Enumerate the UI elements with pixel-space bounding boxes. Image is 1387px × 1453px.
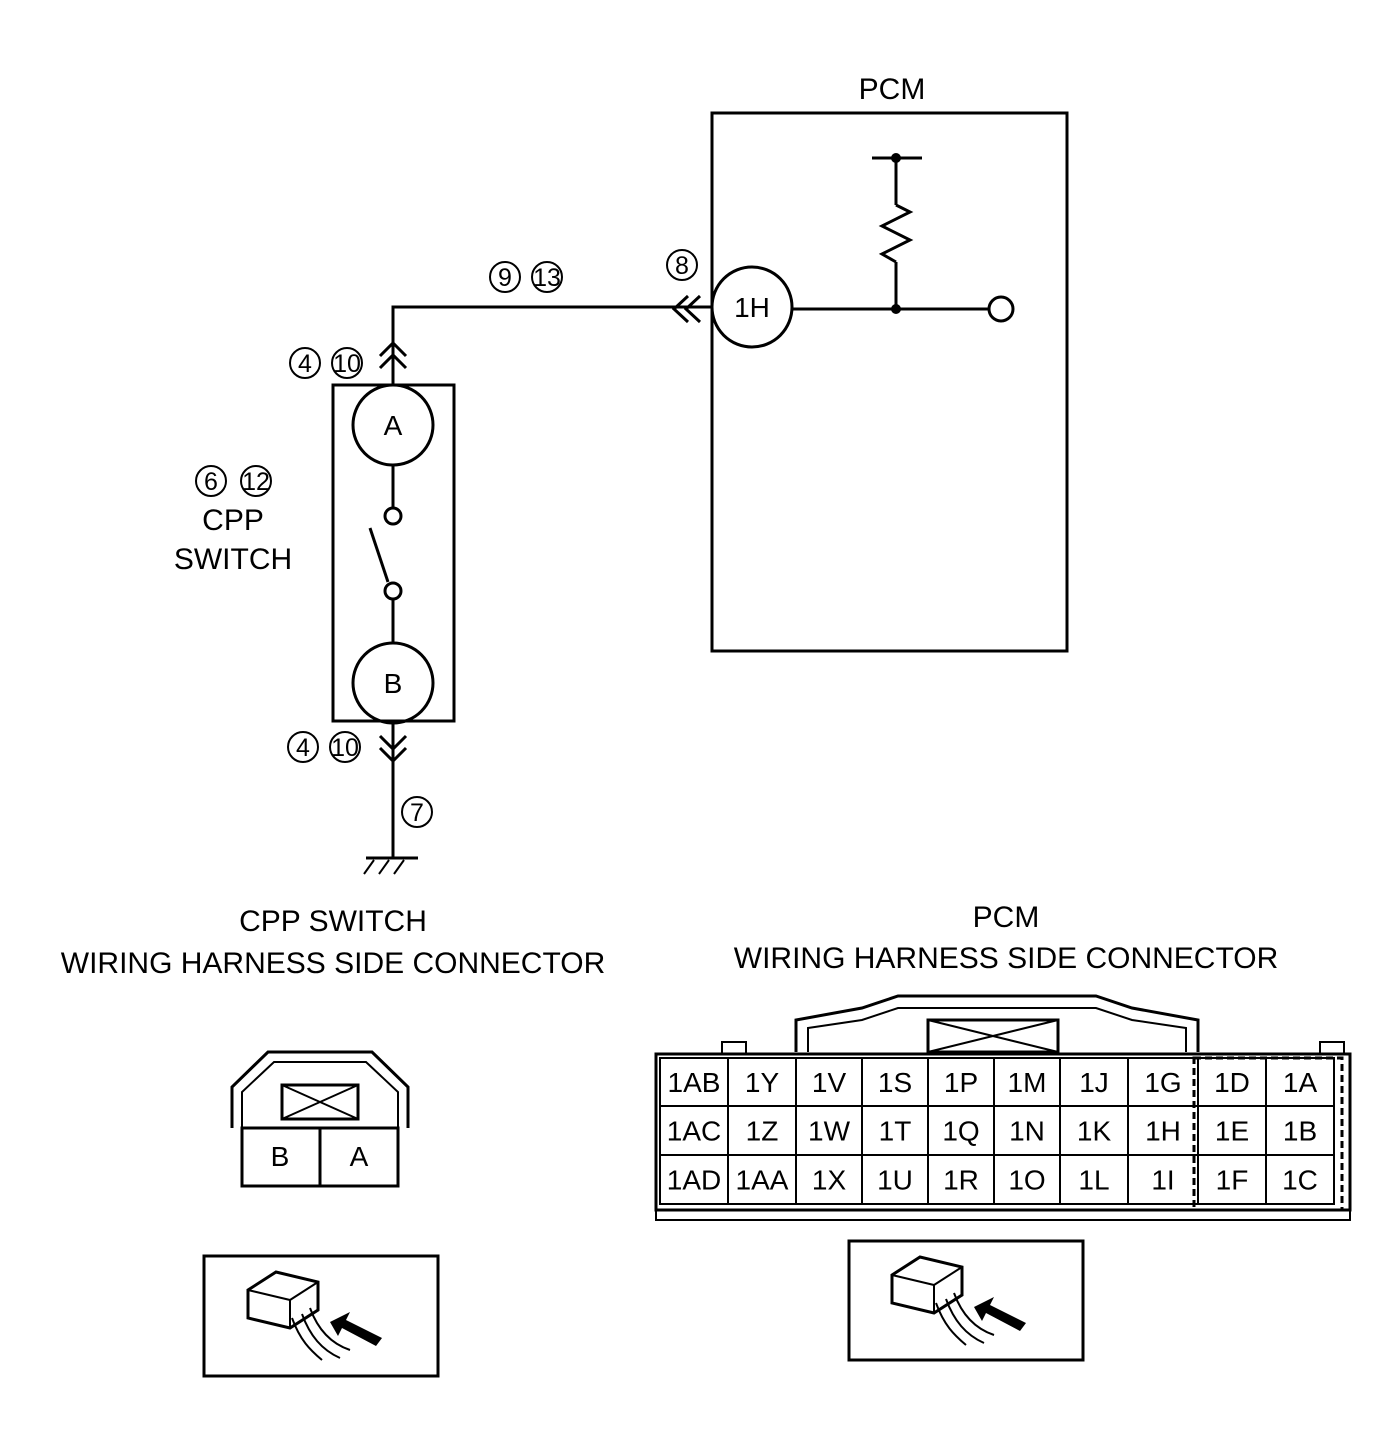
ground-callout: 7: [401, 796, 433, 828]
pcm-pin-1l: 1L: [1078, 1165, 1109, 1196]
pcm-pin-1s: 1S: [878, 1067, 912, 1098]
pcm-pin-1u: 1U: [877, 1165, 913, 1196]
svg-text:WIRING HARNESS SIDE CONNECTOR: WIRING HARNESS SIDE CONNECTOR: [61, 947, 606, 980]
svg-text:7: 7: [410, 799, 424, 827]
svg-text:8: 8: [675, 252, 689, 280]
pcm-label: PCM: [859, 73, 926, 106]
pcm-pin-1v: 1V: [812, 1067, 847, 1098]
hatched-section: [1192, 1056, 1344, 1212]
svg-text:10: 10: [333, 350, 361, 378]
pcm-pin-1i: 1I: [1151, 1165, 1174, 1196]
pcm-pin-1h: 1H: [1145, 1116, 1181, 1147]
pcm-connector-face: 1AB 1Y 1V 1S 1P 1M 1J 1G 1D 1A 1AC 1Z 1W 1T 1Q 1N 1K 1H 1E…: [654, 994, 1352, 1221]
pcm-pin-1g: 1G: [1144, 1067, 1181, 1098]
svg-text:PCM: PCM: [973, 901, 1040, 934]
pcm-pin-1k: 1K: [1077, 1116, 1112, 1147]
cpp-pin-b: B: [271, 1141, 290, 1172]
switch-contact-top: [383, 506, 403, 526]
pcm-pin-1o: 1O: [1008, 1165, 1045, 1196]
cpp-connector-face: B A: [230, 1050, 410, 1188]
ground-icon: [363, 856, 418, 875]
pull-up-resistor: [878, 203, 914, 264]
cpp-pin-a: A: [350, 1141, 369, 1172]
cpp-connector-a-callouts: 4 10: [289, 347, 363, 379]
cpp-switch: A B: [331, 383, 456, 725]
pcm-pin-1e: 1E: [1215, 1116, 1249, 1147]
pcm-lock-tab: [926, 1018, 1060, 1054]
svg-text:4: 4: [298, 350, 312, 378]
svg-text:SWITCH: SWITCH: [174, 543, 292, 576]
switch-contact-bottom: [383, 581, 403, 601]
pcm-pin-1f: 1F: [1216, 1165, 1249, 1196]
pcm-pin-1w: 1W: [808, 1116, 851, 1147]
switch-blade: [368, 527, 390, 583]
wire-callouts: 9 13: [489, 261, 563, 293]
svg-text:9: 9: [498, 264, 512, 292]
pcm-terminal-label: 1H: [734, 292, 770, 323]
cpp-lock-tab: [280, 1083, 360, 1121]
pcm-pin-1n: 1N: [1009, 1116, 1045, 1147]
pcm-pin-1ac: 1AC: [667, 1116, 721, 1147]
harness-side-view-icon-pcm: [847, 1239, 1085, 1362]
pcm-pin-1j: 1J: [1079, 1067, 1109, 1098]
svg-text:A: A: [384, 410, 403, 441]
pcm-pin-1ab: 1AB: [668, 1067, 721, 1098]
svg-text:4: 4: [296, 734, 310, 762]
pcm-pin-1a: 1A: [1283, 1067, 1318, 1098]
pcm-pin-1p: 1P: [944, 1067, 978, 1098]
arrow-icon-pcm: [974, 1297, 1026, 1331]
pcm-pin-1r: 1R: [943, 1165, 979, 1196]
pcm-connector-symbol: [671, 294, 702, 324]
signal-wire: [391, 305, 712, 365]
pcm-pin-1x: 1X: [812, 1165, 847, 1196]
pcm-input-node: [987, 295, 1015, 323]
svg-text:CPP SWITCH: CPP SWITCH: [239, 905, 427, 938]
pcm-pin-1t: 1T: [879, 1116, 912, 1147]
svg-text:10: 10: [331, 734, 359, 762]
svg-text:WIRING HARNESS SIDE CONNECTOR: WIRING HARNESS SIDE CONNECTOR: [734, 942, 1279, 975]
cpp-connector-a-symbol: [378, 340, 408, 370]
svg-text:12: 12: [242, 468, 270, 496]
pcm-pin-1b: 1B: [1283, 1116, 1317, 1147]
pcm-connector-callout: 8: [666, 249, 698, 281]
pcm-pin-1aa: 1AA: [736, 1165, 789, 1196]
svg-text:CPP: CPP: [202, 504, 264, 537]
pcm-pin-1q: 1Q: [942, 1116, 979, 1147]
svg-text:6: 6: [204, 468, 218, 496]
cpp-connector-title: CPP SWITCH WIRING HARNESS SIDE CONNECTOR: [61, 905, 606, 980]
arrow-icon: [330, 1312, 382, 1346]
pcm-pin-cell: [1265, 1154, 1335, 1205]
cpp-connector-b-symbol: [378, 734, 408, 764]
harness-side-view-icon: [202, 1254, 440, 1378]
cpp-connector-b-callouts: 4 10: [287, 731, 361, 763]
pcm-pin-1d: 1D: [1214, 1067, 1250, 1098]
pcm-pin-1m: 1M: [1008, 1067, 1047, 1098]
pcm-module: PCM 1H: [710, 73, 1069, 653]
pcm-pin-1y: 1Y: [745, 1067, 780, 1098]
svg-text:B: B: [384, 668, 403, 699]
pcm-pin-1ad: 1AD: [667, 1165, 721, 1196]
pcm-pin-1z: 1Z: [746, 1116, 779, 1147]
cpp-switch-label: 6 12 CPP SWITCH: [174, 465, 292, 576]
pcm-connector-title: PCM WIRING HARNESS SIDE CONNECTOR: [734, 901, 1279, 975]
pcm-pin-1c: 1C: [1282, 1165, 1318, 1196]
svg-text:13: 13: [533, 264, 561, 292]
